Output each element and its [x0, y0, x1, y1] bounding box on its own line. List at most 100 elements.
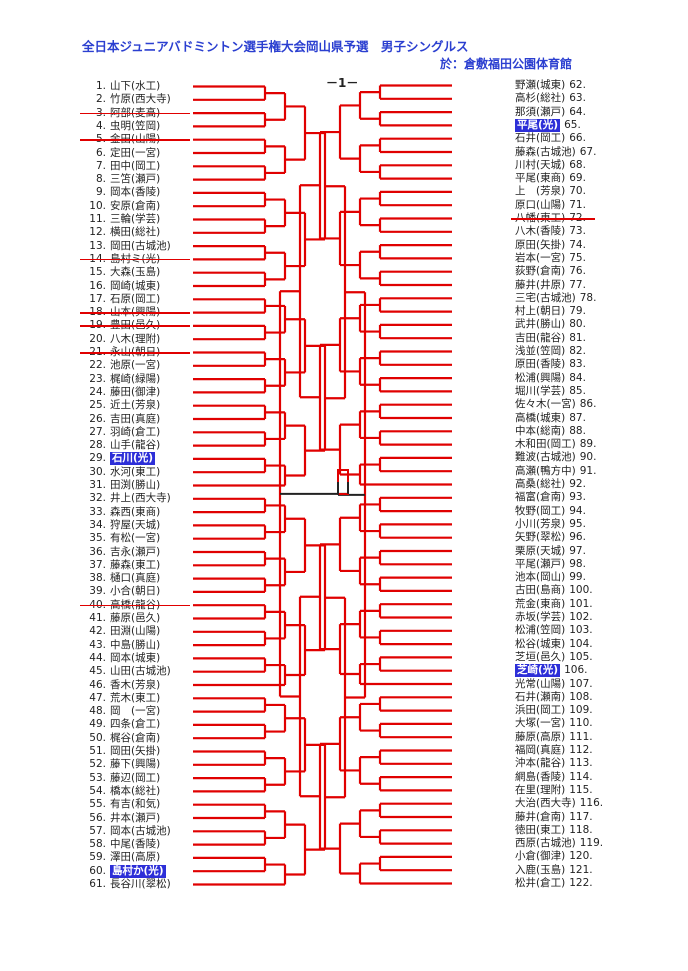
- right-entry: 松谷(城東)104.: [515, 638, 615, 651]
- seed-number: 121.: [569, 863, 593, 876]
- seed-number: 101.: [569, 597, 593, 610]
- player-name: 藤井(倉南): [515, 810, 566, 823]
- left-entry: 3.阿部(麦高): [70, 107, 190, 120]
- seed-number: 55.: [89, 798, 106, 811]
- seed-number: 95.: [569, 517, 586, 530]
- left-entry: 5. 金田(山陽): [70, 133, 190, 146]
- player-name: 藤下(興陽): [110, 758, 161, 771]
- player-name: 徳田(東工): [515, 823, 566, 836]
- seed-number: 36.: [89, 545, 106, 558]
- seed-number: 26.: [89, 412, 106, 425]
- player-name: 豊田(邑久): [110, 319, 161, 332]
- player-name: 狩屋(天城): [110, 518, 161, 531]
- player-name: 安原(倉南): [110, 199, 161, 212]
- right-entry: 堀川(学芸)85.: [515, 385, 615, 398]
- left-entry: 61.長谷川(翠松): [70, 878, 190, 891]
- right-entry: 岩本(一宮)75.: [515, 252, 615, 265]
- seed-number: 16.: [89, 279, 106, 292]
- player-name: 大治(西大寺): [515, 797, 576, 810]
- player-name: 松浦(興陽): [515, 371, 566, 384]
- player-name: 高橋(龍谷): [110, 598, 161, 611]
- player-name: 石原(岡工): [110, 292, 161, 305]
- seed-number: 107.: [569, 677, 593, 690]
- seed-number: 57.: [89, 824, 106, 837]
- player-name: 山田(古城池): [110, 665, 171, 678]
- player-name: 岡崎(城東): [110, 279, 161, 292]
- left-entry: 53.藤辺(岡工): [70, 772, 190, 785]
- seed-number: 25.: [89, 399, 106, 412]
- right-entry: 平尾(瀬戸)98.: [515, 558, 615, 571]
- right-entry: 高瀬(鴨方中)91.: [515, 465, 615, 478]
- left-entry: 28.山手(龍谷): [70, 439, 190, 452]
- seed-number: 20.: [89, 332, 106, 345]
- player-name: 岡田(矢掛): [110, 745, 161, 757]
- left-entry: 41.藤原(邑久): [70, 612, 190, 625]
- player-name: 藤森(東工): [110, 558, 161, 571]
- seed-number: 118.: [569, 823, 593, 836]
- right-entry: 上 (芳泉)70.: [515, 185, 615, 198]
- left-entry: 56.井本(瀬戸): [70, 812, 190, 825]
- left-entry: 47.荒木(東工): [70, 692, 190, 705]
- seed-number: 30.: [89, 465, 106, 478]
- player-name: 野瀬(城東): [515, 79, 566, 91]
- seed-number: 32.: [89, 492, 106, 505]
- seed-number: 4.: [95, 119, 106, 132]
- seed-number: 29.: [89, 452, 106, 465]
- seed-number: 82.: [569, 345, 586, 357]
- player-name: 吉田(龍谷): [515, 331, 566, 344]
- right-entry: 徳田(東工)118.: [515, 824, 615, 837]
- seed-number: 94.: [569, 504, 586, 517]
- seed-number: 2.: [95, 93, 106, 106]
- seed-number: 14.: [89, 252, 106, 265]
- player-name: 山下(水工): [110, 80, 161, 92]
- player-name: 松谷(城東): [515, 637, 566, 650]
- left-entry: 9.岡本(香陵): [70, 186, 190, 199]
- right-entry: 平尾(東商)69.: [515, 172, 615, 185]
- seed-number: 60.: [89, 864, 106, 877]
- venue-label: 於：倉敷福田公園体育館: [440, 57, 573, 71]
- left-entry: 60.島村か(光): [70, 864, 190, 878]
- player-name: 大塚(一宮): [515, 717, 566, 730]
- seed-number: 22.: [89, 359, 106, 372]
- left-entry: 11.三輪(学芸): [70, 213, 190, 226]
- left-entry: 2. 竹原(西大寺): [70, 93, 190, 106]
- right-entry: 藤原(高原)111.: [515, 731, 615, 744]
- player-name: 原口(山陽): [515, 198, 566, 211]
- seed-number: 76.: [569, 265, 586, 278]
- seed-number: 5.: [95, 133, 106, 146]
- player-name: 光常(山陽): [515, 677, 566, 690]
- player-name: 金田(山陽): [110, 133, 161, 146]
- seed-number: 65.: [564, 118, 581, 131]
- seed-number: 111.: [569, 730, 593, 743]
- seed-number: 83.: [569, 358, 586, 371]
- player-name: 赤坂(学芸): [515, 611, 566, 623]
- player-name: 芝崎(光): [515, 664, 561, 678]
- player-name: 香木(芳泉): [110, 678, 161, 691]
- left-entry: 35.有松(一宮): [70, 532, 190, 545]
- left-entry: 32. 井上(西大寺): [70, 492, 190, 505]
- player-name: 岡本(香陵): [110, 186, 161, 199]
- seed-number: 28.: [89, 439, 106, 452]
- right-entry: 在里(理附)115.: [515, 784, 615, 797]
- seed-number: 1.: [95, 80, 106, 92]
- right-entry: 西原(古城池)119.: [515, 837, 615, 850]
- player-name: 梶崎(緑陽): [110, 372, 161, 385]
- player-name: 井上(西大寺): [110, 492, 171, 505]
- seed-number: 90.: [579, 451, 597, 464]
- left-entry: 6.定田(一宮): [70, 147, 190, 160]
- right-entry: 福岡(真庭)112.: [515, 744, 615, 757]
- seed-number: 12.: [89, 226, 106, 239]
- left-entry: 48.岡 (一宮): [70, 705, 190, 718]
- right-entry: 平尾(光)65.: [515, 118, 615, 132]
- player-name: 田中(岡工): [110, 159, 161, 172]
- left-entry: 14.島村ミ(光): [70, 253, 190, 266]
- seed-number: 52.: [89, 758, 106, 771]
- player-name: 入鹿(玉島): [515, 863, 566, 876]
- player-name: 竹原(西大寺): [110, 93, 171, 106]
- seed-number: 17.: [89, 292, 106, 305]
- seed-number: 75.: [569, 251, 586, 264]
- seed-number: 89.: [579, 438, 597, 451]
- player-name: 大森(玉島): [110, 266, 161, 279]
- right-entry: 松浦(興陽)84.: [515, 372, 615, 385]
- player-name: 松浦(笠岡): [515, 624, 566, 637]
